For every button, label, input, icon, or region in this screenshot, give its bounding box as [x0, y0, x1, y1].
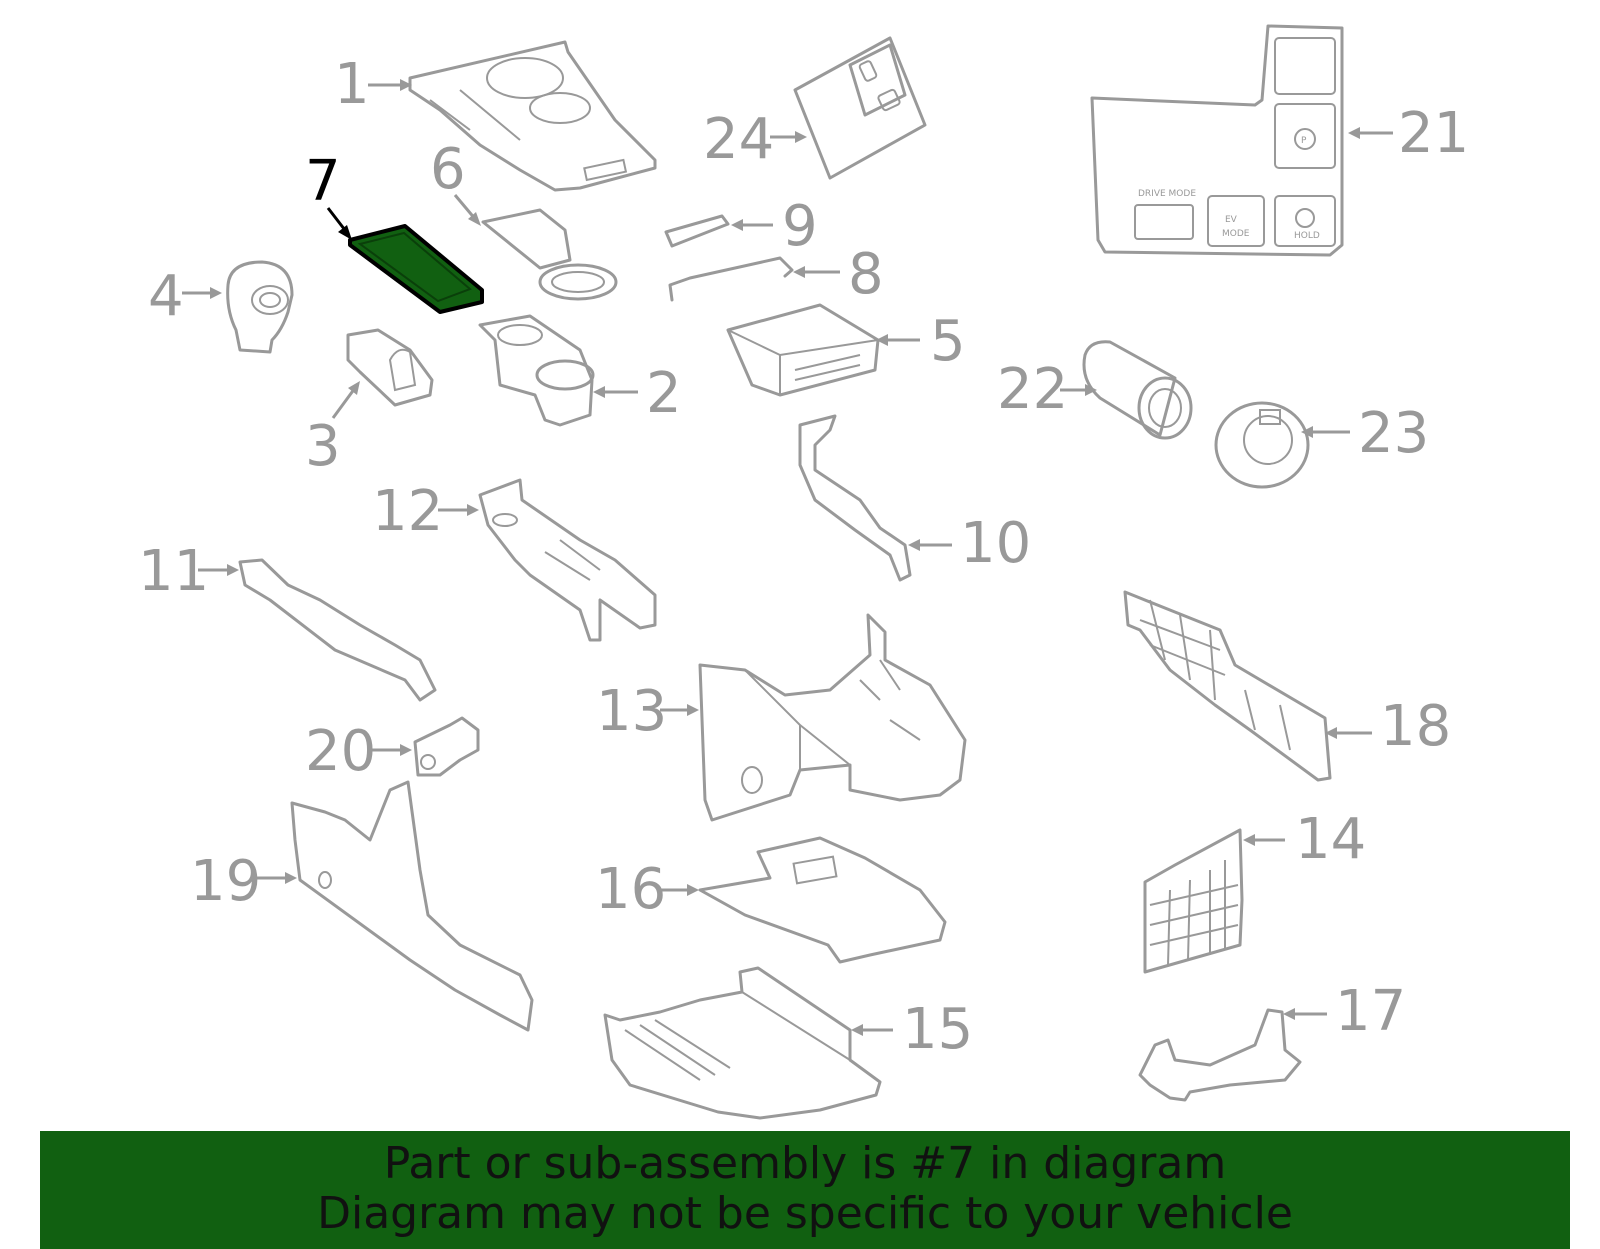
callout-24: 24	[703, 107, 807, 172]
callout-4-label: 4	[148, 264, 184, 329]
callout-13: 13	[596, 679, 699, 744]
footer-line-2: Diagram may not be specific to your vehi…	[317, 1188, 1293, 1239]
footer-line-1: Part or sub-assembly is #7 in diagram	[383, 1138, 1227, 1189]
callout-19-label: 19	[190, 849, 261, 914]
callout-22-label: 22	[997, 357, 1068, 422]
callout-21-label: 21	[1398, 101, 1469, 166]
callout-1-label: 1	[334, 52, 370, 117]
part-22	[1082, 340, 1193, 440]
callout-12: 12	[372, 479, 479, 544]
callout-18-label: 18	[1380, 694, 1451, 759]
callout-17-label: 17	[1335, 979, 1406, 1044]
callout-4: 4	[148, 264, 222, 329]
callout-9: 9	[731, 194, 818, 259]
part-10	[798, 414, 912, 582]
callout-18: 18	[1325, 694, 1451, 759]
part-18	[1123, 590, 1332, 782]
part-5	[726, 303, 880, 397]
part-7-highlighted	[348, 224, 484, 314]
part-20	[413, 716, 480, 777]
part-14	[1143, 828, 1244, 974]
callout-9-label: 9	[782, 194, 818, 259]
callout-20: 20	[305, 719, 412, 784]
callout-5-label: 5	[930, 309, 966, 374]
part-12	[478, 478, 657, 642]
part-11	[238, 558, 437, 702]
callout-8-label: 8	[848, 242, 884, 307]
callout-3-label: 3	[305, 414, 341, 479]
part-6	[481, 208, 618, 301]
callout-1: 1	[334, 52, 412, 117]
drive-mode-label: DRIVE MODE	[1138, 189, 1196, 199]
callout-2-label: 2	[646, 361, 682, 426]
callout-17: 17	[1283, 979, 1406, 1044]
callout-11: 11	[138, 539, 239, 604]
callout-2: 2	[593, 361, 682, 426]
part-3	[346, 328, 434, 407]
ev-label: EV	[1225, 215, 1238, 225]
footer-banner: Part or sub-assembly is #7 in diagram Di…	[40, 1131, 1570, 1249]
part-24	[793, 36, 927, 180]
callout-20-label: 20	[305, 719, 376, 784]
callout-12-label: 12	[372, 479, 443, 544]
callout-23: 23	[1301, 401, 1429, 466]
part-19	[290, 780, 534, 1032]
park-label: P	[1301, 136, 1307, 146]
callout-16: 16	[595, 857, 699, 922]
callout-19: 19	[190, 849, 297, 914]
callout-23-label: 23	[1358, 401, 1429, 466]
part-21: P HOLD EV MODE DRIVE MODE	[1090, 24, 1344, 257]
callout-10: 10	[908, 511, 1031, 576]
callout-6-label: 6	[430, 137, 466, 202]
callout-5: 5	[876, 309, 966, 374]
part-8	[668, 256, 794, 302]
part-1	[408, 40, 657, 192]
callout-8: 8	[793, 242, 884, 307]
callout-22: 22	[997, 357, 1097, 422]
callout-24-label: 24	[703, 107, 774, 172]
part-9	[664, 214, 730, 248]
part-4	[226, 260, 294, 354]
part-16	[698, 836, 947, 964]
part-17	[1138, 1008, 1302, 1102]
callout-16-label: 16	[595, 857, 666, 922]
part-2	[478, 314, 595, 427]
callout-3: 3	[305, 381, 360, 479]
callout-6: 6	[430, 137, 481, 226]
part-13	[698, 613, 967, 822]
callout-21: 21	[1348, 101, 1469, 166]
hold-label: HOLD	[1294, 231, 1320, 241]
callout-13-label: 13	[596, 679, 667, 744]
callout-15-label: 15	[902, 997, 973, 1062]
callout-7: 7	[305, 149, 352, 240]
callout-10-label: 10	[960, 511, 1031, 576]
callout-14: 14	[1243, 807, 1366, 872]
callout-11-label: 11	[138, 539, 209, 604]
part-15	[603, 966, 882, 1120]
callout-7-label: 7	[305, 149, 341, 214]
mode-label: MODE	[1222, 229, 1250, 239]
callout-14-label: 14	[1295, 807, 1366, 872]
callout-15: 15	[851, 997, 973, 1062]
part-23	[1214, 401, 1310, 489]
